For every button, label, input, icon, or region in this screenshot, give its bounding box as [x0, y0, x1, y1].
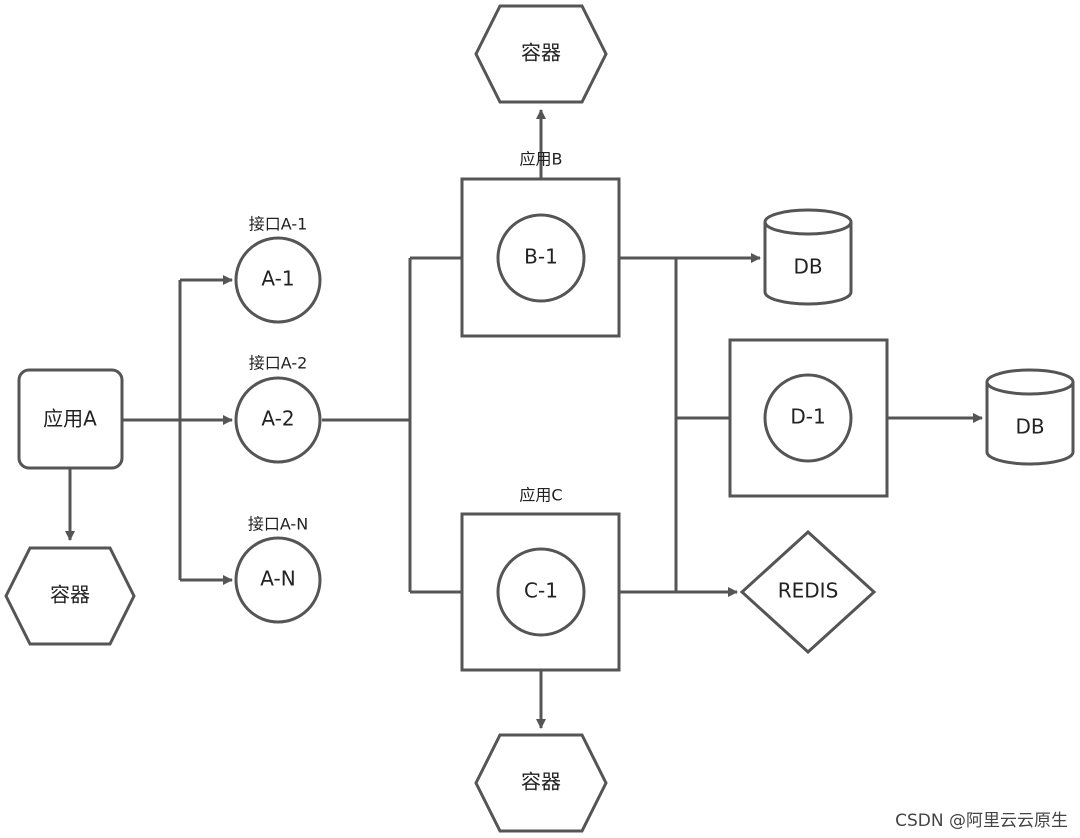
b1-circle — [496, 213, 586, 303]
container-top-label: 容器 — [521, 41, 561, 65]
db-2-cylinder-body — [985, 382, 1075, 466]
c1-label: C-1 — [524, 579, 558, 603]
app-c-node[interactable]: 应用C C-1 — [460, 486, 621, 672]
app-a-box — [17, 368, 124, 470]
connectors — [65, 109, 983, 729]
db-1-node[interactable]: DB — [763, 208, 853, 306]
c1-circle — [496, 547, 586, 637]
interface-a1-label: A-1 — [261, 267, 294, 291]
interface-a2-circle — [234, 376, 322, 464]
app-a-label: 应用A — [43, 407, 97, 431]
db-2-label: DB — [1015, 415, 1044, 439]
interface-a2-caption: 接口A-2 — [249, 354, 308, 373]
interface-a2-label: A-2 — [261, 407, 294, 431]
container-left-label: 容器 — [50, 583, 90, 607]
app-b-caption: 应用B — [520, 150, 563, 169]
container-top-node[interactable]: 容器 — [474, 4, 608, 104]
app-d-box — [728, 338, 889, 498]
container-bottom-label: 容器 — [521, 770, 561, 794]
app-d-node[interactable]: D-1 — [728, 338, 889, 498]
interface-an-node[interactable]: 接口A-N A-N — [234, 515, 322, 624]
interface-a1-node[interactable]: 接口A-1 A-1 — [234, 215, 322, 324]
db-1-cylinder-body — [763, 222, 853, 306]
watermark-text: CSDN @阿里云云原生 — [895, 811, 1068, 831]
d1-circle — [763, 373, 853, 463]
container-top-hexagon — [474, 4, 608, 104]
container-bottom-hexagon — [474, 733, 608, 833]
redis-label: REDIS — [778, 579, 839, 603]
container-bottom-node[interactable]: 容器 — [474, 733, 608, 833]
redis-diamond — [739, 529, 877, 655]
interface-a1-circle — [234, 236, 322, 324]
db-2-node[interactable]: DB — [985, 368, 1075, 466]
b1-label: B-1 — [524, 245, 558, 269]
container-left-hexagon — [4, 546, 136, 646]
app-c-caption: 应用C — [519, 486, 562, 505]
interface-an-circle — [234, 536, 322, 624]
db-1-cylinder-top — [763, 208, 853, 236]
interface-a2-node[interactable]: 接口A-2 A-2 — [234, 354, 322, 464]
container-left-node[interactable]: 容器 — [4, 546, 136, 646]
app-a-node[interactable]: 应用A — [17, 368, 124, 470]
interface-a1-caption: 接口A-1 — [249, 215, 308, 234]
d1-label: D-1 — [790, 405, 825, 429]
interface-an-caption: 接口A-N — [248, 515, 308, 534]
interface-an-label: A-N — [260, 567, 295, 591]
redis-node[interactable]: REDIS — [739, 529, 877, 655]
db-2-cylinder-top — [985, 368, 1075, 396]
app-b-node[interactable]: 应用B B-1 — [460, 150, 621, 338]
db-1-label: DB — [793, 255, 822, 279]
